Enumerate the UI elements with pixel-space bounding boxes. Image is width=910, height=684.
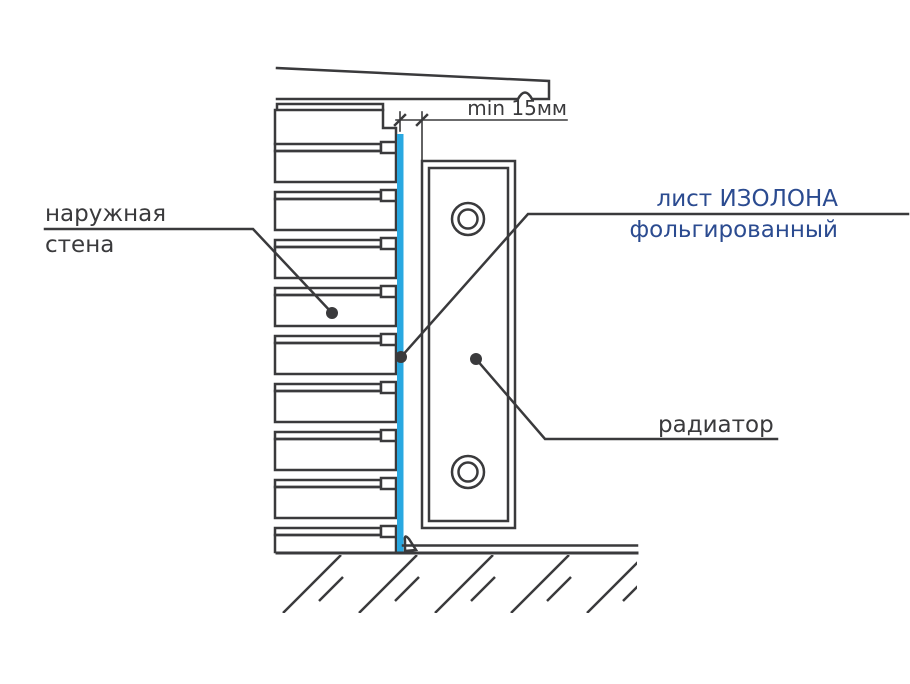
radiator-top-port-outer [450, 201, 486, 237]
wall-top-step [273, 108, 398, 146]
wall-tab [379, 428, 398, 443]
izolon-label-line1: лист ИЗОЛОНА [656, 186, 838, 212]
wall-tab [379, 332, 398, 347]
outer-wall-label-line1: наружная [45, 201, 167, 227]
wall-plank [273, 485, 398, 520]
wall-groove [273, 526, 383, 537]
wall-tab [379, 524, 398, 539]
radiator-bottom-port-inner [457, 461, 479, 483]
leader-izolon [395, 212, 910, 363]
outer-wall-label-line2: стена [45, 232, 115, 258]
wall-plank [273, 341, 398, 376]
izolon-label-line2: фольгированный [629, 217, 838, 243]
radiator-outer-rect [420, 159, 517, 530]
wall-groove [273, 478, 383, 489]
radiator-inner-rect [427, 166, 510, 523]
radiator-bottom-port-outer [450, 454, 486, 490]
wall-groove [273, 286, 383, 297]
leader-line [43, 227, 334, 315]
wall-plank [273, 389, 398, 424]
wall-plank [273, 149, 398, 184]
dimension-tick [393, 113, 407, 127]
leader-line [399, 212, 910, 359]
wall-groove [273, 190, 383, 201]
wall-groove [273, 334, 383, 345]
wall-groove [273, 382, 383, 393]
radiator-shape [420, 159, 517, 530]
leader-dot [395, 351, 407, 363]
wall-tongue-tabs [379, 140, 398, 539]
wall-groove [273, 142, 383, 153]
wall-tab [379, 284, 398, 299]
wall-tab [379, 140, 398, 155]
wall-planks [273, 149, 398, 554]
wall-groove [273, 430, 383, 441]
floor [275, 535, 639, 613]
ground-hatching [277, 555, 637, 613]
wall-grooves [273, 142, 383, 537]
leader-dot [470, 353, 482, 365]
wall-groove [273, 238, 383, 249]
min-gap-label: min 15мм [467, 96, 567, 120]
wall-top-band [275, 102, 385, 112]
leader-outer-wall [43, 227, 338, 319]
radiator-top-port-inner [457, 208, 479, 230]
wall-plank [273, 533, 398, 554]
wall-tab [379, 236, 398, 251]
dimension-tick [415, 113, 429, 127]
wall-tab [379, 380, 398, 395]
wall-plank [273, 437, 398, 472]
wall-tab [379, 476, 398, 491]
radiator-label: радиатор [658, 412, 774, 438]
leader-radiator [470, 353, 779, 441]
izolon-sheet [397, 134, 404, 552]
window-sill [275, 66, 551, 101]
leader-dot [326, 307, 338, 319]
wall-tab [379, 188, 398, 203]
leader-line [474, 357, 779, 441]
sheet-bottom-wedge [403, 535, 419, 553]
dimension-min-gap [393, 111, 568, 161]
wall-plank [273, 197, 398, 232]
